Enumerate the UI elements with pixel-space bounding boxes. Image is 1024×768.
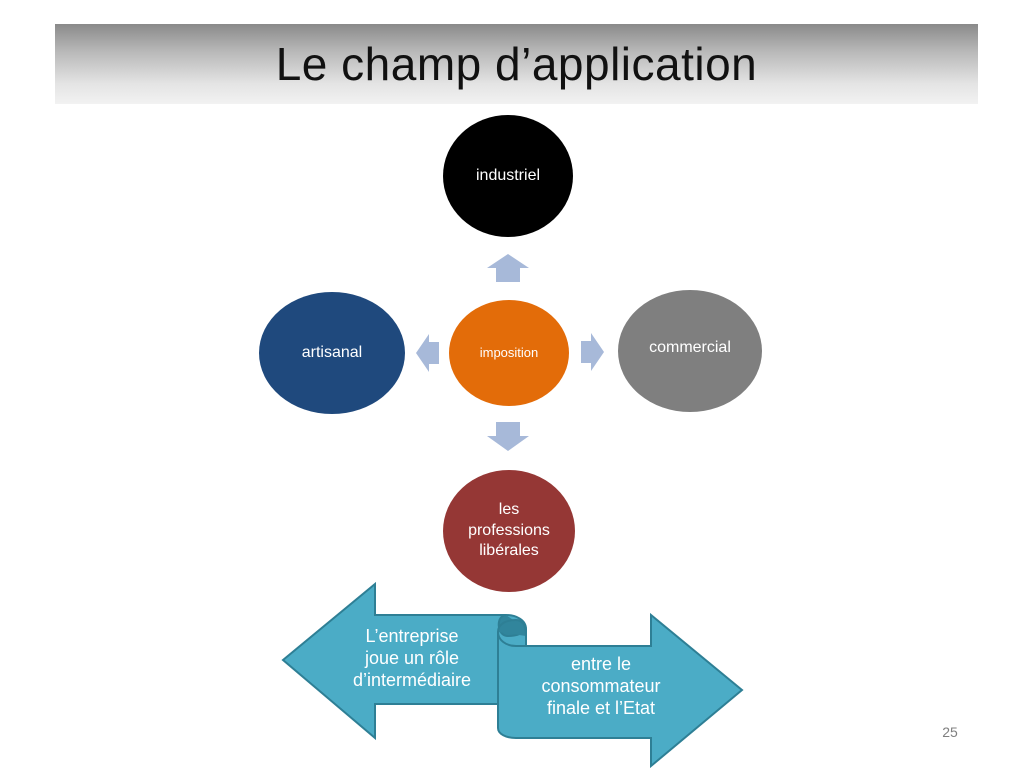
- node-industriel-label: industriel: [475, 166, 541, 184]
- node-imposition: imposition: [449, 300, 569, 406]
- callout-right-text: entre le consommateur finale et l’Etat: [541, 654, 661, 718]
- page-number: 25: [942, 724, 958, 740]
- title-bar: Le champ d’application: [55, 24, 978, 104]
- node-commercial: commercial: [618, 290, 762, 412]
- arrow-down-icon: [487, 422, 529, 451]
- node-artisanal: artisanal: [259, 292, 405, 414]
- node-industriel: industriel: [443, 115, 573, 237]
- arrow-right-icon: [581, 333, 604, 371]
- node-artisanal-label: artisanal: [301, 343, 363, 361]
- node-imposition-label: imposition: [479, 344, 539, 360]
- callout-right-shape: [497, 612, 744, 768]
- arrow-left-icon: [416, 334, 439, 372]
- callout-right-curl: [497, 618, 527, 637]
- node-commercial-label: commercial: [649, 339, 731, 356]
- slide-title: Le champ d’application: [275, 38, 758, 90]
- callout-left-text: L’entreprise joue un rôle d’intermédiair…: [352, 626, 472, 690]
- node-professions-liberales: les professions libérales: [443, 470, 575, 592]
- node-professions-label: les professions libérales: [468, 500, 550, 560]
- arrow-up-icon: [487, 254, 529, 282]
